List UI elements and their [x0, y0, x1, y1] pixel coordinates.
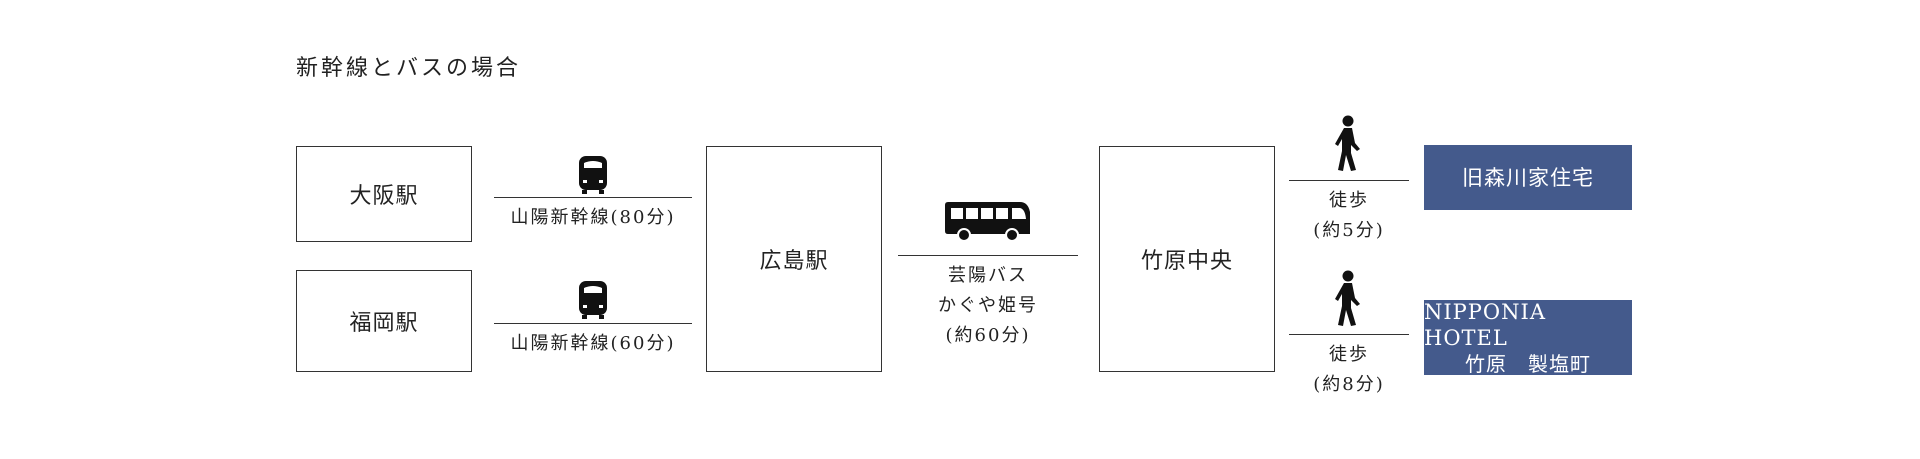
station-osaka-label: 大阪駅	[349, 184, 419, 209]
walk2-duration: (約8分)	[1313, 374, 1385, 395]
walk1-mode: 徒歩	[1329, 190, 1369, 211]
destination-morikawa-label: 旧森川家住宅	[1462, 165, 1594, 190]
station-fukuoka-label: 福岡駅	[349, 311, 419, 336]
route-label-fukuoka: 山陽新幹線(60分)	[510, 333, 676, 354]
route-line-walk2	[1289, 334, 1409, 335]
destination-nipponia-location: 竹原 製塩町	[1465, 351, 1591, 376]
station-takehara: 竹原中央	[1099, 146, 1275, 372]
route-line-osaka	[494, 197, 692, 198]
destination-morikawa: 旧森川家住宅	[1424, 145, 1632, 210]
station-hiroshima-label: 広島駅	[759, 249, 829, 274]
station-takehara-label: 竹原中央	[1140, 249, 1233, 274]
route-label-walk2: 徒歩 (約8分)	[1289, 340, 1409, 400]
station-hiroshima: 広島駅	[706, 146, 882, 372]
route-line-walk1	[1289, 180, 1409, 181]
destination-nipponia: NIPPONIA HOTEL 竹原 製塩町	[1424, 299, 1632, 376]
bus-name: かぐや姫号	[938, 295, 1038, 316]
station-osaka: 大阪駅	[296, 146, 472, 242]
shinkansen-icon	[579, 281, 607, 319]
bus-company: 芸陽バス	[948, 265, 1028, 286]
route-line-fukuoka	[494, 323, 692, 324]
route-label-bus: 芸陽バス かぐや姫号 (約60分)	[898, 261, 1078, 351]
page-title: 新幹線とバスの場合	[296, 56, 522, 81]
walking-person-icon	[1335, 270, 1360, 326]
shinkansen-icon	[579, 156, 607, 194]
route-label-walk1: 徒歩 (約5分)	[1289, 186, 1409, 246]
route-line-bus	[898, 255, 1078, 256]
bus-icon	[945, 202, 1030, 242]
destination-nipponia-name: NIPPONIA HOTEL	[1424, 299, 1568, 350]
walk1-duration: (約5分)	[1313, 220, 1385, 241]
route-label-osaka: 山陽新幹線(80分)	[510, 207, 676, 228]
walk2-mode: 徒歩	[1329, 344, 1369, 365]
walking-person-icon	[1335, 115, 1360, 171]
station-fukuoka: 福岡駅	[296, 270, 472, 372]
bus-duration: (約60分)	[945, 325, 1031, 346]
